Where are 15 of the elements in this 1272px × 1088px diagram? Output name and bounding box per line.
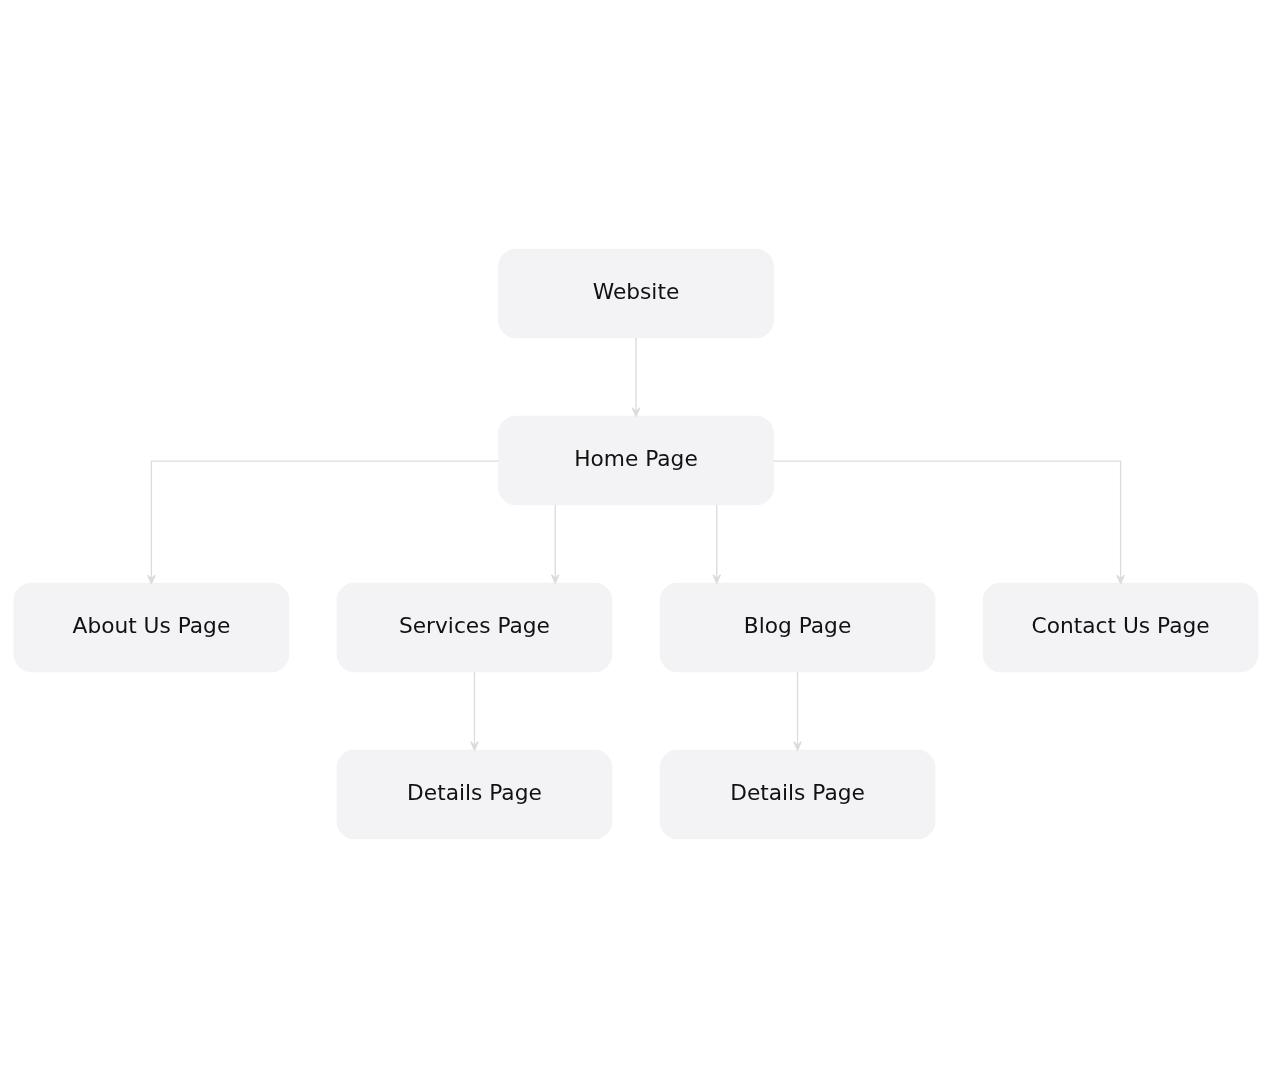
arrow (470, 671, 479, 751)
node-box: Services Page (336, 582, 613, 673)
arrow (631, 337, 641, 417)
arrow (712, 504, 722, 584)
node-box: About Us Page (13, 582, 290, 673)
node-box: Website (498, 248, 774, 339)
arrow (772, 460, 1125, 585)
node-box: Home Page (498, 415, 774, 506)
arrow (550, 504, 560, 584)
node-box: Details Page (659, 749, 936, 840)
arrow (793, 671, 802, 751)
arrow (147, 460, 500, 585)
node-box: Details Page (336, 749, 613, 840)
node-box: Contact Us Page (982, 582, 1259, 673)
node-box: Blog Page (659, 582, 936, 673)
